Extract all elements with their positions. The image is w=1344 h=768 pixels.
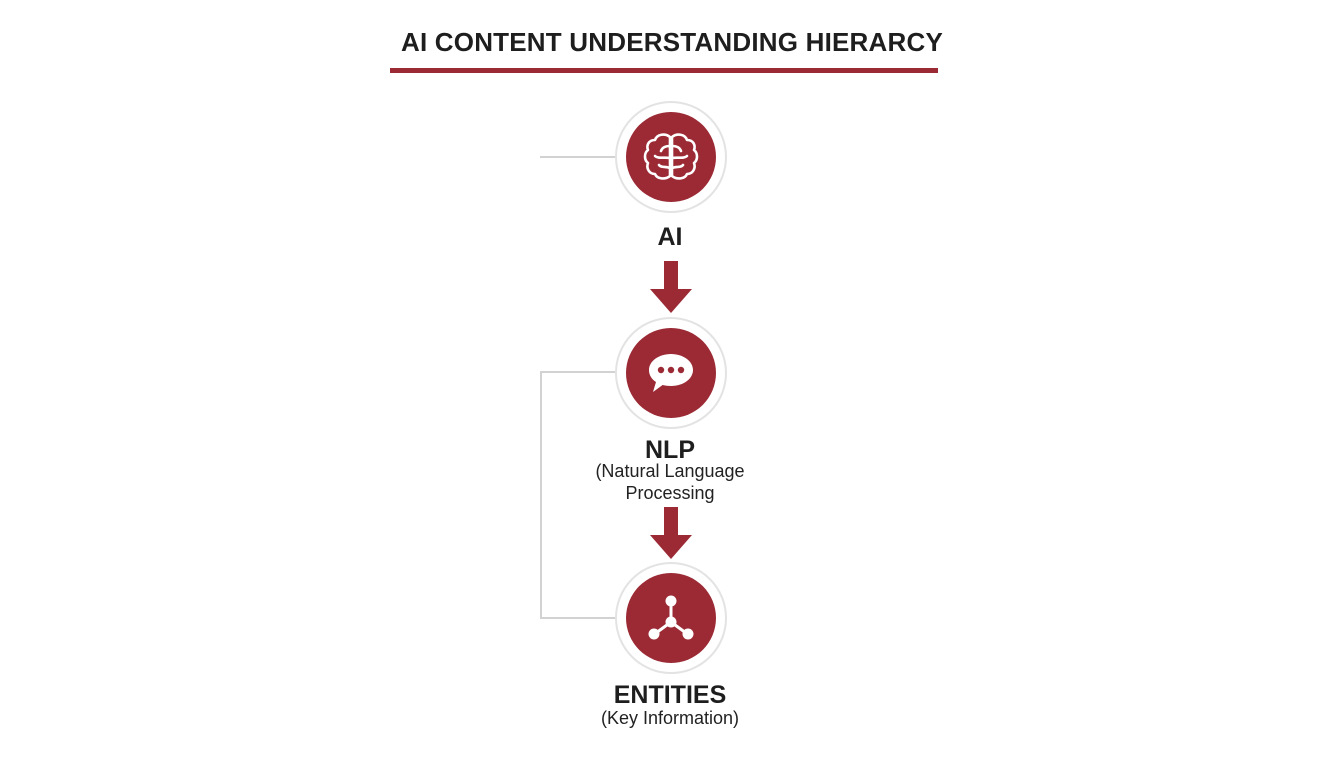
node-nlp-sublabel-line-1: (Natural Language [595,461,745,481]
brain-icon [643,132,699,182]
node-entities-disc [626,573,716,663]
title-underline [390,68,938,73]
node-entities-label: ENTITIES [613,681,727,709]
node-entities-sublabel: (Key Information) [600,708,740,728]
node-ai-label: AI [657,223,683,251]
connector-vertical [540,371,542,619]
node-nlp-label: NLP [645,436,695,464]
node-entities [615,562,727,674]
speech-bubble-icon [646,351,696,395]
connector-nlp-top [540,371,617,373]
diagram-title: AI CONTENT UNDERSTANDING HIERARCY [400,27,943,57]
node-ai-disc [626,112,716,202]
arrow-down-icon [650,261,692,313]
arrow-down-icon [650,507,692,559]
network-nodes-icon [644,591,698,645]
node-ai [615,101,727,213]
connector-entities-bottom [540,617,617,619]
node-nlp-disc [626,328,716,418]
node-nlp [615,317,727,429]
node-nlp-sublabel-line-2: Processing [625,483,715,503]
connector-ai-stub [540,156,617,158]
